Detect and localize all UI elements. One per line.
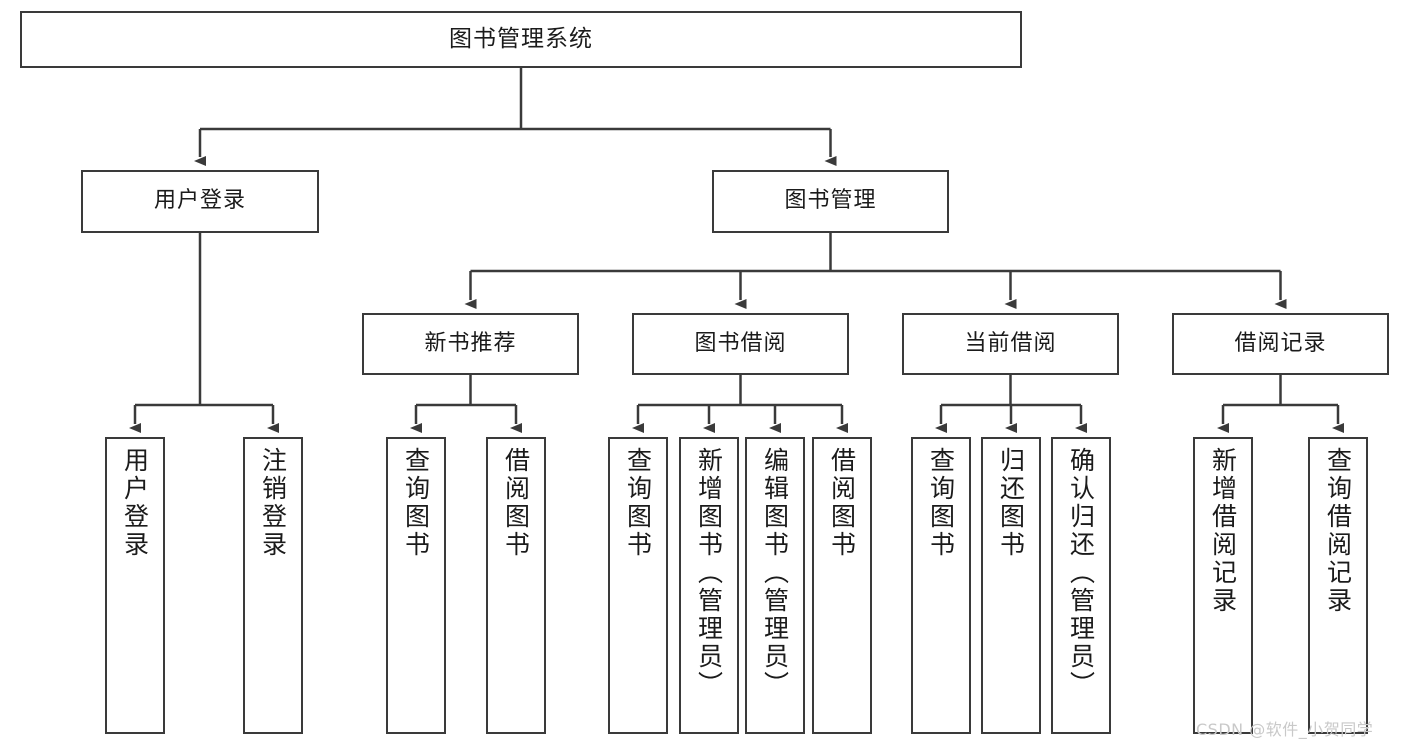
node-leaf-query-book-3[interactable]: 查询图书 xyxy=(911,437,971,734)
node-leaf-add-record[interactable]: 新增借阅记录 xyxy=(1193,437,1253,734)
node-user-login[interactable]: 用户登录 xyxy=(81,170,319,233)
node-leaf-query-record[interactable]: 查询借阅记录 xyxy=(1308,437,1368,734)
node-leaf-add-record-label: 新增借阅记录 xyxy=(1208,447,1238,615)
node-leaf-return-book-label: 归还图书 xyxy=(996,447,1026,559)
node-leaf-query-book-2[interactable]: 查询图书 xyxy=(608,437,668,734)
node-book-manage[interactable]: 图书管理 xyxy=(712,170,949,233)
node-leaf-borrow-book-2[interactable]: 借阅图书 xyxy=(812,437,872,734)
node-leaf-edit-book-label: 编辑图书（管理员） xyxy=(760,447,790,699)
node-book-manage-label: 图书管理 xyxy=(784,188,877,214)
node-leaf-query-book-2-label: 查询图书 xyxy=(623,447,653,559)
node-borrow-record-label: 借阅记录 xyxy=(1234,330,1327,356)
node-leaf-add-book[interactable]: 新增图书（管理员） xyxy=(679,437,739,734)
node-leaf-confirm-return-label: 确认归还（管理员） xyxy=(1066,447,1096,699)
node-book-borrow-label: 图书借阅 xyxy=(694,330,787,356)
node-leaf-query-book-3-label: 查询图书 xyxy=(926,447,956,559)
node-borrow-record[interactable]: 借阅记录 xyxy=(1172,313,1389,375)
node-new-book-recommend-label: 新书推荐 xyxy=(424,330,517,356)
node-current-borrow[interactable]: 当前借阅 xyxy=(902,313,1119,375)
node-user-login-label: 用户登录 xyxy=(153,188,246,214)
node-root-label: 图书管理系统 xyxy=(449,25,593,52)
node-leaf-logout-login[interactable]: 注销登录 xyxy=(243,437,303,734)
node-root[interactable]: 图书管理系统 xyxy=(20,11,1022,68)
node-leaf-add-book-label: 新增图书（管理员） xyxy=(694,447,724,699)
node-leaf-borrow-book-2-label: 借阅图书 xyxy=(827,447,857,559)
node-leaf-return-book[interactable]: 归还图书 xyxy=(981,437,1041,734)
csdn-watermark: CSDN @软件_小贺同学 xyxy=(1196,720,1374,739)
node-current-borrow-label: 当前借阅 xyxy=(964,330,1057,356)
node-new-book-recommend[interactable]: 新书推荐 xyxy=(362,313,579,375)
node-leaf-confirm-return[interactable]: 确认归还（管理员） xyxy=(1051,437,1111,734)
node-leaf-query-book-1[interactable]: 查询图书 xyxy=(386,437,446,734)
node-leaf-edit-book[interactable]: 编辑图书（管理员） xyxy=(745,437,805,734)
node-leaf-query-record-label: 查询借阅记录 xyxy=(1323,447,1353,615)
node-leaf-query-book-1-label: 查询图书 xyxy=(401,447,431,559)
node-leaf-logout-login-label: 注销登录 xyxy=(258,447,288,559)
node-leaf-borrow-book-1-label: 借阅图书 xyxy=(501,447,531,559)
node-leaf-borrow-book-1[interactable]: 借阅图书 xyxy=(486,437,546,734)
node-leaf-user-login-label: 用户登录 xyxy=(120,447,150,559)
node-book-borrow[interactable]: 图书借阅 xyxy=(632,313,849,375)
node-leaf-user-login[interactable]: 用户登录 xyxy=(105,437,165,734)
